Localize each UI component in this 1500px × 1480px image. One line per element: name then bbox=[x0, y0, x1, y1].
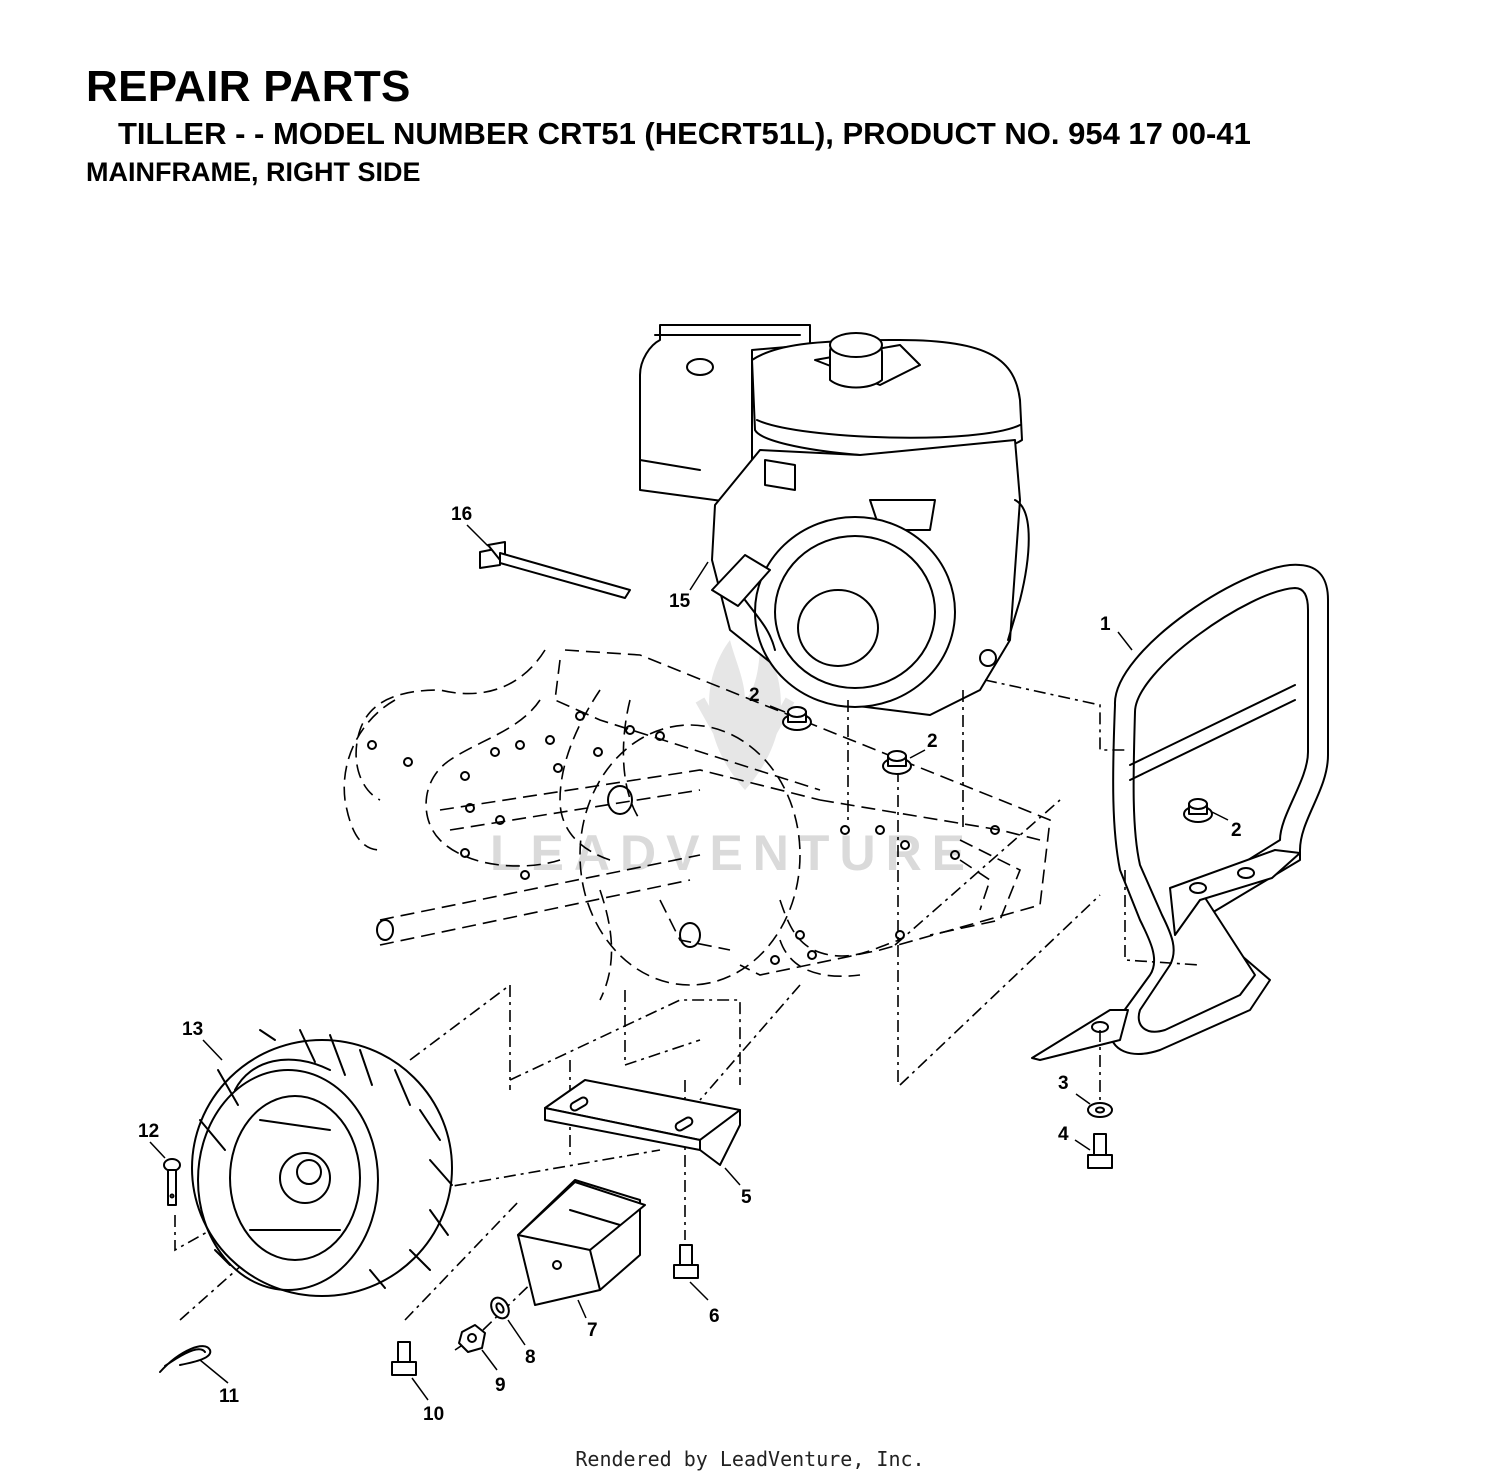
cable-tie bbox=[479, 541, 631, 599]
bolt-6 bbox=[673, 1244, 699, 1279]
callout-10: 10 bbox=[423, 1404, 444, 1425]
assembly-leader-lines bbox=[174, 679, 1201, 1351]
callout-12: 12 bbox=[138, 1121, 159, 1142]
page-title: REPAIR PARTS bbox=[86, 62, 411, 111]
callout-4: 4 bbox=[1058, 1124, 1069, 1145]
callout-numbers: 1 2 2 2 3 4 5 6 7 8 9 10 11 12 13 15 16 bbox=[138, 504, 1242, 1425]
callout-3: 3 bbox=[1058, 1073, 1069, 1094]
bolt-10 bbox=[391, 1341, 417, 1376]
callout-leaders bbox=[149, 524, 1229, 1401]
watermark-text: LEADVENTURE bbox=[490, 825, 975, 881]
hairpin-clip-11 bbox=[159, 1345, 212, 1373]
callout-13: 13 bbox=[182, 1019, 203, 1040]
callout-11: 11 bbox=[219, 1386, 240, 1407]
bolt-4 bbox=[1087, 1133, 1113, 1169]
flange-nut-a bbox=[782, 706, 812, 731]
callout-8: 8 bbox=[525, 1347, 536, 1368]
flange-nut-c bbox=[1183, 798, 1213, 823]
tine-assembly-phantom bbox=[343, 649, 1051, 1001]
footer-credit: Rendered by LeadVenture, Inc. bbox=[575, 1447, 925, 1471]
clevis-pin-12 bbox=[163, 1158, 181, 1206]
engine bbox=[639, 324, 1030, 716]
section-title: MAINFRAME, RIGHT SIDE bbox=[86, 157, 421, 187]
weight-block bbox=[517, 1179, 646, 1306]
callout-1: 1 bbox=[1100, 614, 1111, 635]
callout-2a: 2 bbox=[749, 685, 760, 706]
callout-9: 9 bbox=[495, 1375, 506, 1396]
callout-2c: 2 bbox=[1231, 820, 1242, 841]
lock-washer-8 bbox=[490, 1296, 510, 1320]
front-bumper bbox=[1031, 563, 1329, 1061]
callout-5: 5 bbox=[741, 1187, 752, 1208]
model-subtitle: TILLER - - MODEL NUMBER CRT51 (HECRT51L)… bbox=[118, 116, 1251, 151]
nut-9 bbox=[458, 1324, 486, 1353]
flange-nut-b bbox=[882, 750, 912, 775]
callout-6: 6 bbox=[709, 1306, 720, 1327]
watermark: LEADVENTURE bbox=[490, 640, 975, 881]
mounting-bracket bbox=[544, 1079, 741, 1166]
callout-16: 16 bbox=[451, 504, 472, 525]
flange-nuts bbox=[782, 706, 1213, 823]
washer-3 bbox=[1087, 1102, 1113, 1118]
callout-2b: 2 bbox=[927, 731, 938, 752]
callout-7: 7 bbox=[587, 1320, 598, 1341]
callout-15: 15 bbox=[669, 591, 691, 612]
wheel-tire bbox=[191, 1029, 453, 1297]
